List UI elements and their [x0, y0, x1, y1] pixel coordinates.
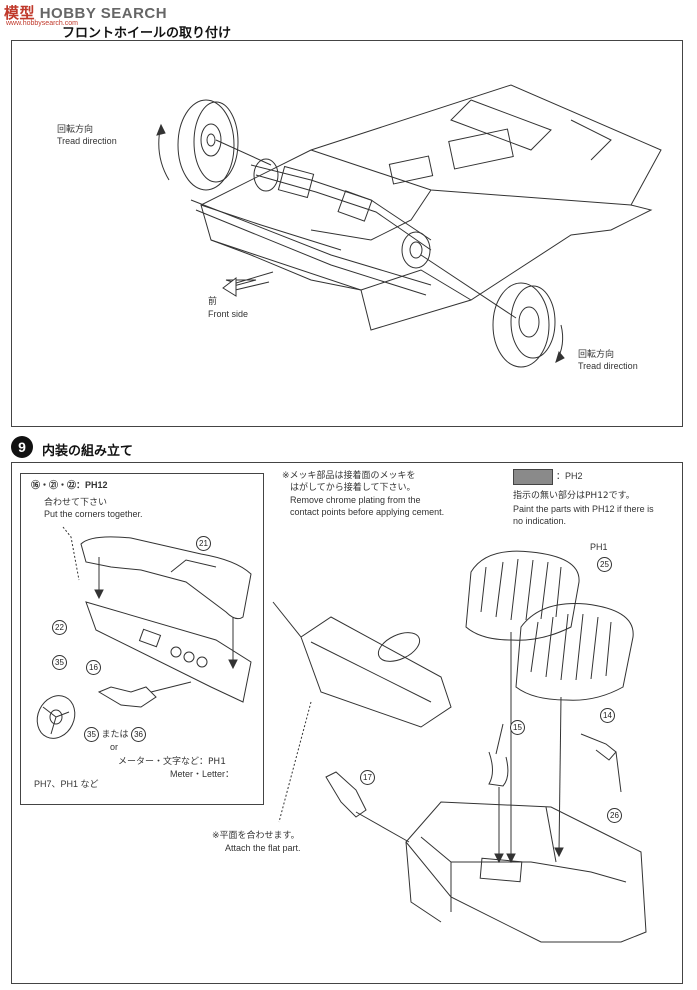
meter-jp: メーター・文字など：PH1 — [118, 757, 226, 767]
tread-direction-en-1: Tread direction — [57, 136, 117, 146]
seat-right-part — [516, 603, 633, 700]
or-jp: または — [101, 730, 129, 740]
steering-column-part — [99, 687, 156, 707]
dashboard-panel-part — [86, 602, 251, 702]
logo-cn: 模型 — [4, 5, 36, 22]
paint-swatch-gray — [513, 469, 553, 485]
part-number-22: 22 — [52, 620, 67, 635]
right-wheel — [493, 283, 549, 367]
front-side-en: Front side — [208, 309, 249, 319]
logo-url: www.hobbysearch.com — [6, 20, 78, 27]
steering-wheel-part — [30, 689, 81, 744]
site-logo: 模型 HOBBY SEARCH — [4, 2, 167, 23]
step-number-badge: 9 — [11, 436, 33, 458]
part-number-35b: 35 — [84, 727, 99, 742]
part-number-14: 14 — [600, 708, 615, 723]
floor-pan-part — [406, 802, 646, 942]
tread-direction-jp-1: 回転方向 — [57, 125, 94, 135]
interior-assembly-diagram — [11, 526, 683, 984]
part-number-15: 15 — [510, 720, 525, 735]
or-en: or — [110, 742, 119, 752]
left-wheel — [178, 100, 234, 190]
no-indication-jp: 指示の無い部分はPH12です。 — [513, 491, 635, 501]
part-number-21: 21 — [196, 536, 211, 551]
tread-direction-jp-2: 回転方向 — [578, 350, 615, 360]
steering-paint-label: PH7、PH1 など — [34, 779, 99, 789]
no-indication-en-2: no indication. — [513, 516, 567, 526]
section8-panel — [11, 40, 683, 427]
section9-title: 内装の組み立て — [42, 444, 134, 459]
chassis-frame — [201, 85, 661, 330]
part-number-35: 35 — [52, 655, 67, 670]
section8-title: フロントホイールの取り付け — [62, 26, 232, 41]
front-side-jp: 前 — [208, 297, 218, 307]
part-17 — [326, 772, 366, 817]
corners-jp: 合わせて下さい — [44, 498, 108, 508]
chrome-note-en-2: contact points before applying cement. — [290, 507, 445, 517]
dashboard-top-part — [81, 537, 251, 619]
parts-combo-label: ⑯・㉑・㉒：PH12 — [31, 480, 108, 490]
flat-note-jp: ※平面を合わせます。 — [212, 831, 300, 841]
dashboard-main — [301, 617, 451, 727]
no-indication-en-1: Paint the parts with PH12 if there is — [513, 504, 654, 514]
chrome-note-jp-2: はがしてから接着して下さい。 — [290, 483, 416, 493]
corners-en: Put the corners together. — [44, 509, 143, 519]
seat-left-part — [466, 551, 579, 640]
chrome-note-en-1: Remove chrome plating from the — [290, 495, 421, 505]
part-number-17: 17 — [360, 770, 375, 785]
part-number-26: 26 — [607, 808, 622, 823]
part-number-36: 36 — [131, 727, 147, 742]
swatch-code: ：PH2 — [556, 471, 583, 481]
meter-en: Meter・Letter： — [170, 769, 235, 779]
steering-option-label: 35 または 36 — [84, 727, 147, 742]
mirror-part — [581, 734, 616, 760]
tread-direction-en-2: Tread direction — [578, 361, 638, 371]
gear-shifter-part — [489, 752, 508, 786]
seat-paint-label: PH1 — [590, 542, 608, 552]
logo-en: HOBBY SEARCH — [39, 5, 168, 22]
front-wheel-diagram — [11, 40, 683, 427]
section9-panel — [11, 462, 683, 984]
flat-note-en: Attach the flat part. — [225, 843, 301, 853]
part-number-16: 16 — [86, 660, 101, 675]
chrome-note-jp-1: ※メッキ部品は接着面のメッキを — [282, 471, 416, 481]
part-number-25: 25 — [597, 557, 612, 572]
dashboard-inset-panel — [20, 473, 264, 805]
